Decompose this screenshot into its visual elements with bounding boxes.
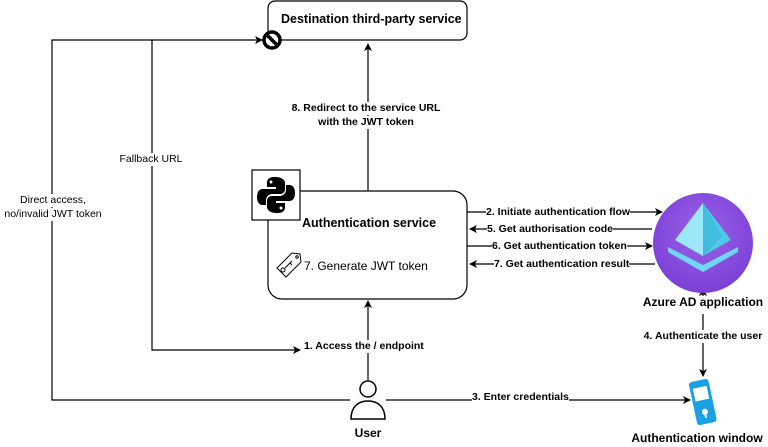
azure-ad-label: Azure AD application [642,295,764,309]
auth-service-label: Authentication service [302,216,437,230]
edge-label-direct-access-line1: Direct access, [20,194,86,207]
azure-ad-pyramid-icon [653,193,753,293]
edge-label-get-auth-code: 5. Get authorisation code [487,223,614,236]
edge-label-get-auth-result: 7. Get authentication result [494,258,630,271]
user-icon [350,380,386,420]
edge-label-redirect-line1: 8. Redirect to the service URL [291,102,441,115]
blocked-icon [262,30,282,50]
key-tag-icon [276,252,302,278]
python-logo-icon [251,169,301,221]
edge-label-get-auth-token: 6. Get authentication token [492,240,627,253]
edge-label-authenticate-user: 4. Authenticate the user [643,330,763,343]
mobile-lock-icon [688,378,717,426]
edge-label-access-endpoint: 1. Access the / endpoint [304,340,424,353]
auth-window-label: Authentication window [631,431,763,445]
edge-label-fallback: Fallback URL [119,153,183,166]
user-label: User [354,426,382,440]
edge-fallback [151,40,301,354]
edge-label-redirect-line2: with the JWT token [318,116,414,129]
edge-label-initiate-flow: 2. Initiate authentication flow [486,206,631,219]
destination-service-label: Destination third-party service [281,12,462,26]
edge-label-enter-credentials: 3. Enter credentials [472,391,569,404]
edge-label-direct-access-line2: no/invalid JWT token [4,208,102,221]
generate-jwt-label: 7. Generate JWT token [304,259,428,273]
destination-service-box[interactable] [267,0,468,41]
